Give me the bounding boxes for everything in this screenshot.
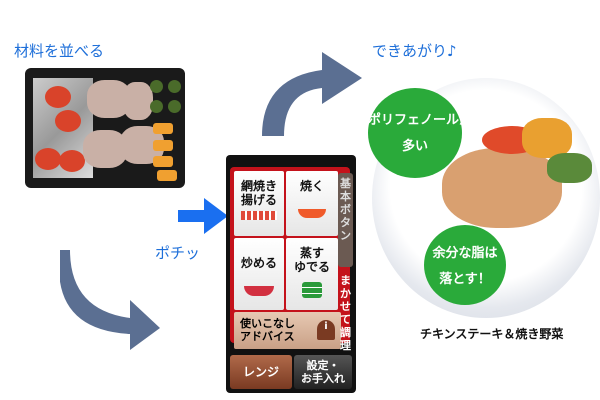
dish-name: チキンステーキ＆焼き野菜 (420, 327, 564, 341)
grill-fry-button[interactable]: 網焼き 揚げる (234, 171, 284, 236)
polyphenol-bubble: ポリフェノールが 多い (368, 88, 472, 178)
button-label: 炒める (240, 256, 277, 270)
wok-icon (244, 286, 274, 296)
steam-boil-button[interactable]: 蒸す ゆでる (286, 238, 338, 310)
advice-button[interactable]: 使いこなし アドバイス i (234, 312, 341, 349)
stir-fry-button[interactable]: 炒める (234, 238, 284, 310)
control-panel: 網焼き 揚げる 焼く 炒める 蒸す ゆでる 使いこなし アドバイス i 基本ボタ… (226, 155, 356, 393)
bake-button[interactable]: 焼く (286, 171, 338, 236)
step2-label: ポチッ (155, 244, 201, 262)
step1-label: 材料を並べる (14, 42, 105, 60)
frying-pan-icon (298, 209, 326, 218)
grill-icon (241, 211, 277, 220)
steamer-icon (302, 282, 322, 298)
advice-label: 使いこなし アドバイス (240, 317, 295, 343)
fat-bubble: 余分な脂は 落とす！ (424, 225, 506, 305)
ingredients-tray-photo (25, 68, 185, 188)
range-button[interactable]: レンジ (230, 355, 292, 389)
info-book-icon: i (317, 320, 335, 340)
button-label: 網焼き 揚げる (240, 179, 277, 207)
tab-auto-cook[interactable]: まかせて調理 (340, 274, 351, 352)
curved-arrow-up (262, 52, 362, 136)
button-label: 焼く (299, 179, 324, 193)
curved-arrow-down (60, 250, 160, 350)
step3-label: できあがり♪ (372, 42, 457, 60)
settings-button[interactable]: 設定・ お手入れ (294, 355, 352, 389)
tab-basic-buttons[interactable]: 基本ボタン (338, 173, 353, 267)
pointer-arrow (178, 198, 228, 234)
button-label: 蒸す ゆでる (293, 246, 330, 274)
